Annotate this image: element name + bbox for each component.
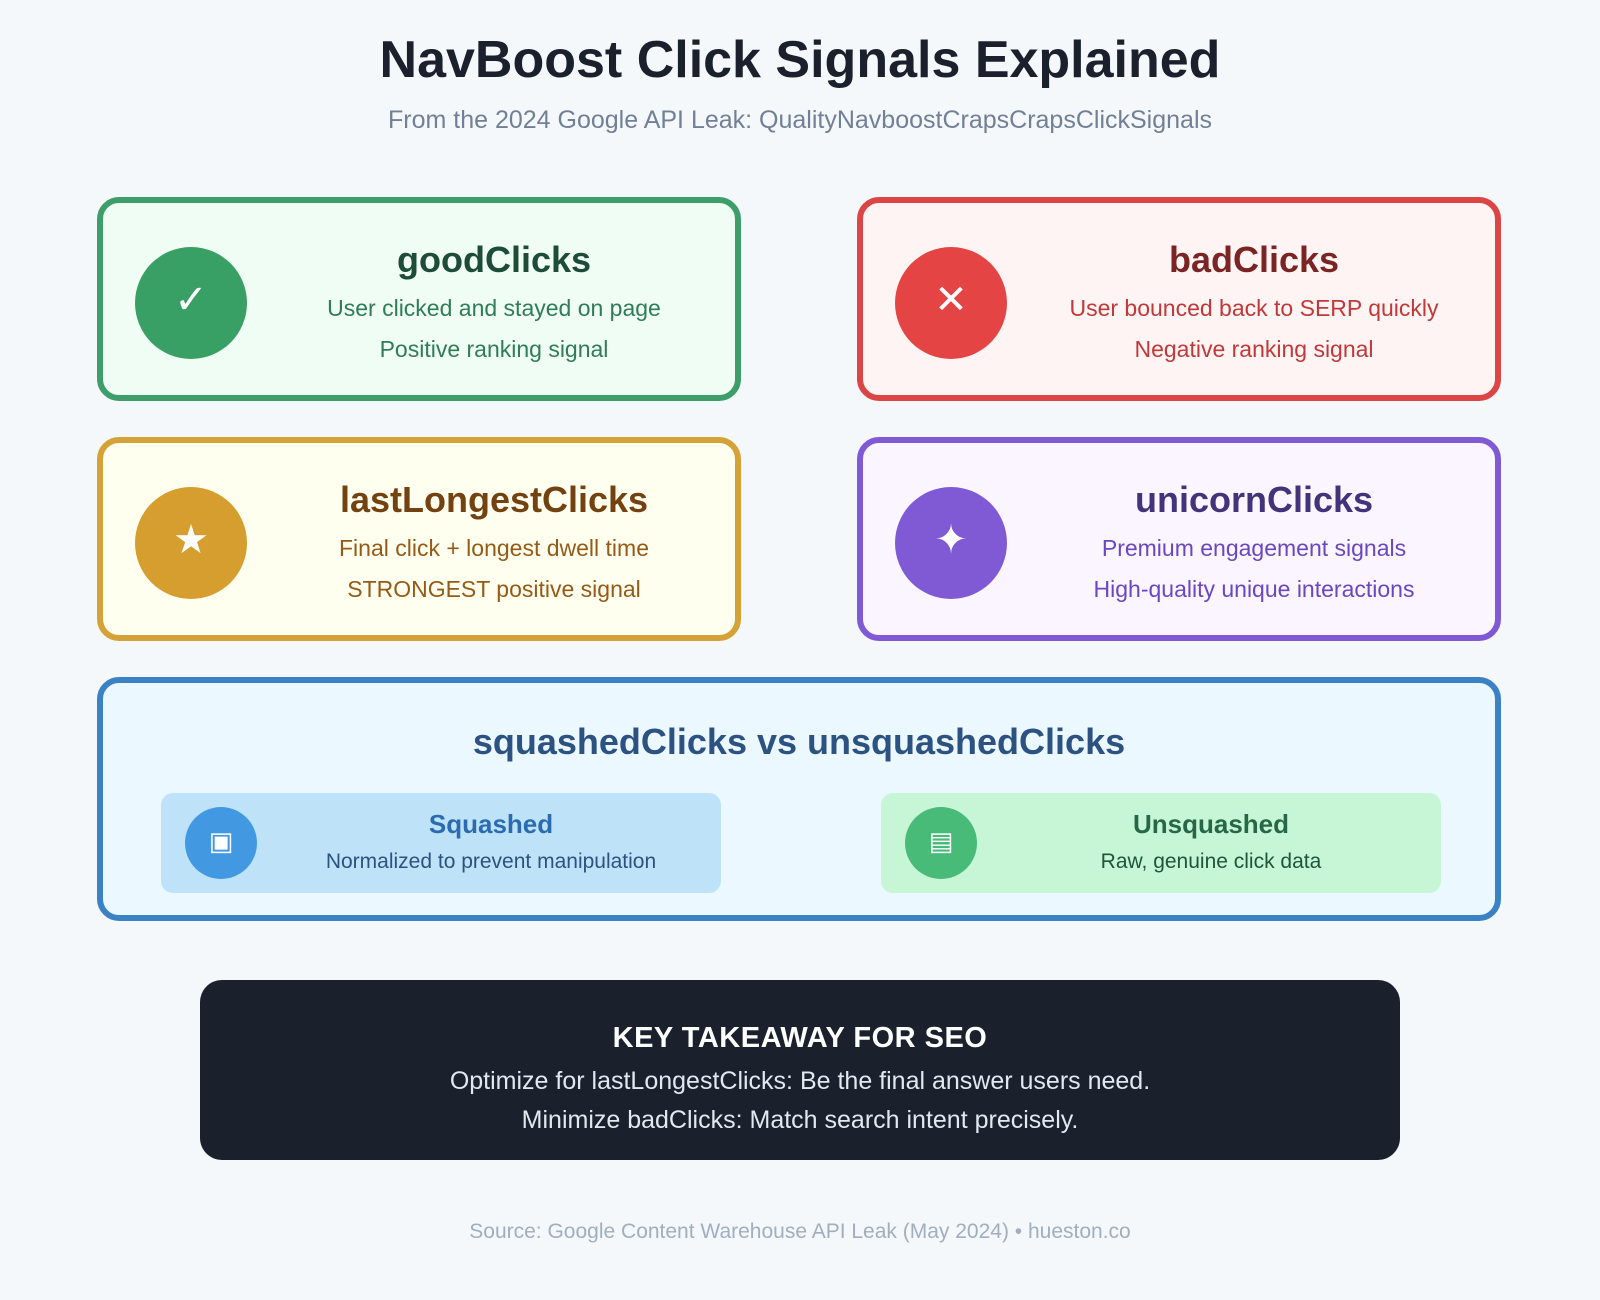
takeaway-heading: KEY TAKEAWAY FOR SEO [612,1022,988,1054]
data-icon: ▤ [905,807,977,879]
takeaway-line: Minimize badClicks: Match search intent … [521,1106,1079,1134]
page-title: NavBoost Click Signals Explained [379,31,1221,89]
compress-icon: ▣ [185,807,257,879]
unsquashed-heading: Unsquashed [1132,809,1290,839]
card-signal: Positive ranking signal [379,336,609,362]
card-signal: High-quality unique interactions [1093,576,1415,602]
check-icon: ✓ [135,247,247,359]
sparkle-icon: ✦ [895,487,1007,599]
squashed-description: Normalized to prevent manipulation [325,850,657,873]
card-unicorn-clicks: ✦ unicornClicks Premium engagement signa… [857,437,1501,641]
card-good-clicks: ✓ goodClicks User clicked and stayed on … [97,197,741,401]
card-heading: goodClicks [396,239,592,280]
card-description: Final click + longest dwell time [339,535,649,561]
cross-icon: ✕ [895,247,1007,359]
card-signal: STRONGEST positive signal [347,576,641,602]
card-signal: Negative ranking signal [1134,336,1374,362]
squashed-heading: Squashed [428,809,554,839]
squashed-panel: ▣ Squashed Normalized to prevent manipul… [161,793,721,893]
card-bad-clicks: ✕ badClicks User bounced back to SERP qu… [857,197,1501,401]
card-description: Premium engagement signals [1101,535,1407,561]
page-subtitle: From the 2024 Google API Leak: QualityNa… [387,106,1212,134]
key-takeaway-panel: KEY TAKEAWAY FOR SEO Optimize for lastLo… [200,980,1400,1160]
unsquashed-description: Raw, genuine click data [1100,850,1322,873]
source-footer: Source: Google Content Warehouse API Lea… [469,1220,1131,1243]
card-description: User clicked and stayed on page [327,295,661,321]
takeaway-line: Optimize for lastLongestClicks: Be the f… [449,1067,1151,1095]
squash-comparison-panel: squashedClicks vs unsquashedClicks ▣ Squ… [97,677,1501,921]
card-heading: lastLongestClicks [339,479,649,520]
star-icon: ★ [135,487,247,599]
card-heading: unicornClicks [1134,479,1374,520]
card-heading: badClicks [1168,239,1340,280]
squash-title: squashedClicks vs unsquashedClicks [472,721,1126,762]
card-last-longest-clicks: ★ lastLongestClicks Final click + longes… [97,437,741,641]
card-description: User bounced back to SERP quickly [1069,295,1439,321]
unsquashed-panel: ▤ Unsquashed Raw, genuine click data [881,793,1441,893]
